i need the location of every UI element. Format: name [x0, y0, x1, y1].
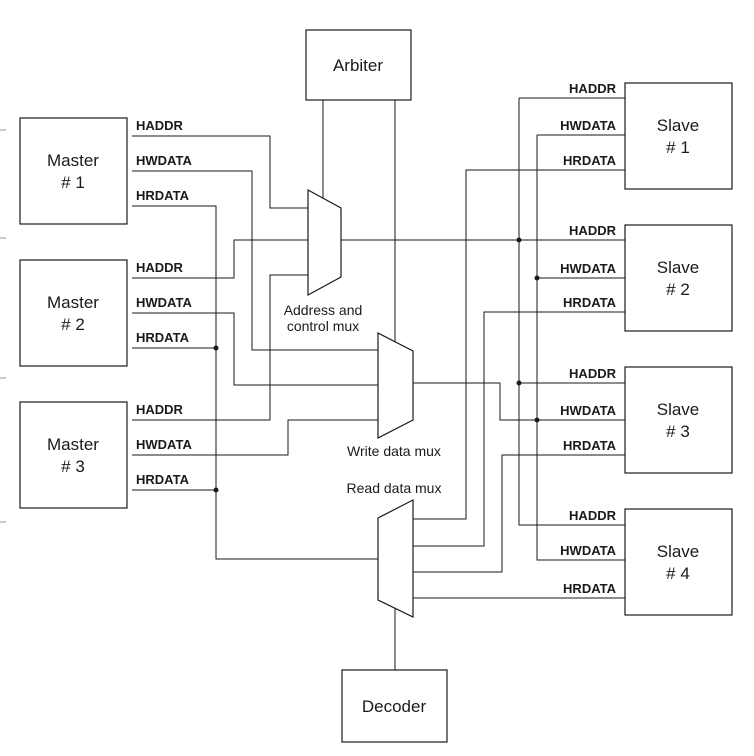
decoder-block: [341, 669, 448, 743]
decoder-label: Decoder: [362, 697, 427, 716]
write-mux-label: Write data mux: [347, 443, 441, 459]
master-1-label: Master: [47, 151, 99, 170]
margin-ticks: [0, 129, 6, 523]
slave-1-haddr-label: HADDR: [569, 81, 617, 96]
slave-2-number: # 2: [666, 280, 690, 299]
slave-4-number: # 4: [666, 564, 690, 583]
slave-4-block: [624, 508, 733, 616]
arbiter-block: [305, 29, 412, 101]
slave-3-haddr-label: HADDR: [569, 366, 617, 381]
master-2-number: # 2: [61, 315, 85, 334]
master-3-haddr-label: HADDR: [136, 402, 184, 417]
slave-2-haddr-label: HADDR: [569, 223, 617, 238]
slave-4-hwdata-label: HWDATA: [560, 543, 616, 558]
slave-3-hrdata-label: HRDATA: [563, 438, 617, 453]
slave-3-block: [624, 366, 733, 474]
read-data-mux: [377, 499, 414, 618]
slave-4-label: Slave: [657, 542, 700, 561]
slave-1-block: [624, 82, 733, 190]
master-2-haddr-label: HADDR: [136, 260, 184, 275]
master-1-number: # 1: [61, 173, 85, 192]
slave-1-number: # 1: [666, 138, 690, 157]
master-3-number: # 3: [61, 457, 85, 476]
slave-2-block: [624, 224, 733, 332]
slave-4-haddr-label: HADDR: [569, 508, 617, 523]
master-2-hwdata-label: HWDATA: [136, 295, 192, 310]
master-3-block: [19, 401, 128, 509]
master-3-label: Master: [47, 435, 99, 454]
address-control-mux: [307, 188, 342, 297]
master-1-haddr-label: HADDR: [136, 118, 184, 133]
write-data-mux: [377, 332, 414, 439]
slave-2-label: Slave: [657, 258, 700, 277]
slave-1-hrdata-label: HRDATA: [563, 153, 617, 168]
address-mux-label-line2: control mux: [287, 318, 359, 334]
read-mux-label: Read data mux: [347, 480, 442, 496]
master-3-hrdata-label: HRDATA: [136, 472, 190, 487]
slave-3-label: Slave: [657, 400, 700, 419]
slave-3-number: # 3: [666, 422, 690, 441]
wires: [132, 97, 625, 670]
master-1-block: [19, 117, 128, 225]
master-1-hrdata-label: HRDATA: [136, 188, 190, 203]
master-2-block: [19, 259, 128, 367]
arbiter-label: Arbiter: [333, 56, 383, 75]
master-1-hwdata-label: HWDATA: [136, 153, 192, 168]
slave-1-hwdata-label: HWDATA: [560, 118, 616, 133]
slave-3-hwdata-label: HWDATA: [560, 403, 616, 418]
master-3-hwdata-label: HWDATA: [136, 437, 192, 452]
address-mux-label-line1: Address and: [284, 302, 363, 318]
slave-2-hrdata-label: HRDATA: [563, 295, 617, 310]
master-2-hrdata-label: HRDATA: [136, 330, 190, 345]
master-2-label: Master: [47, 293, 99, 312]
junctions: [213, 237, 540, 493]
slave-1-label: Slave: [657, 116, 700, 135]
slave-4-hrdata-label: HRDATA: [563, 581, 617, 596]
slave-2-hwdata-label: HWDATA: [560, 261, 616, 276]
